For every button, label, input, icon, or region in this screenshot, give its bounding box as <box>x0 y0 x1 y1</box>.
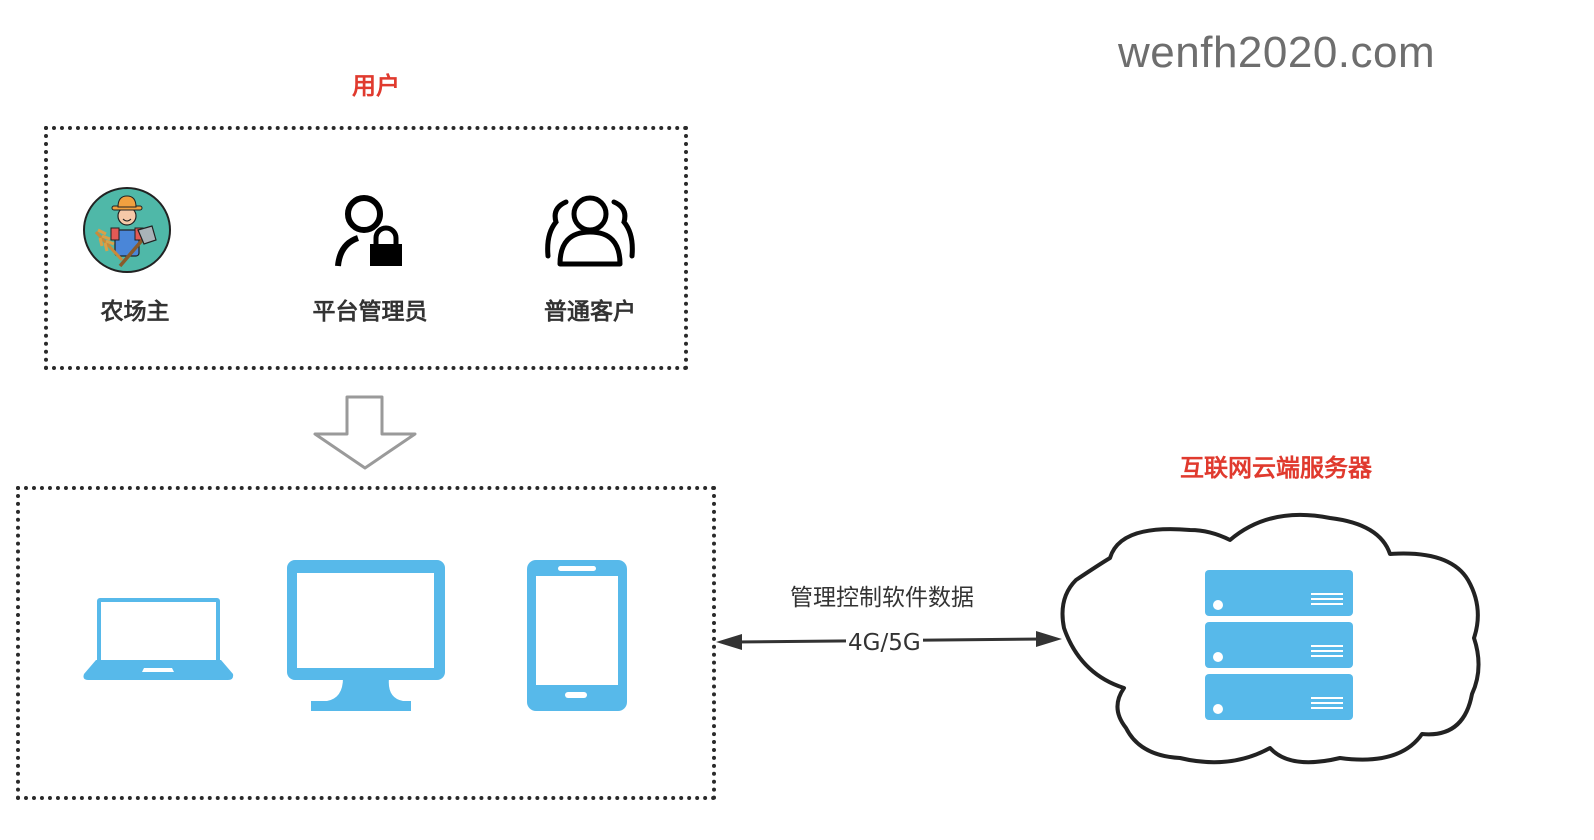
users-group-icon <box>545 195 635 267</box>
smartphone-icon <box>527 560 627 711</box>
arrow-down-icon <box>313 395 417 470</box>
arrow-left-head <box>716 634 742 650</box>
watermark-text: wenfh2020.com <box>1118 28 1436 77</box>
desktop-monitor-icon <box>287 560 445 711</box>
users-group-box <box>44 126 688 370</box>
role-label-customer: 普通客户 <box>544 299 636 325</box>
server-unit <box>1205 622 1353 668</box>
role-label-farmer: 农场主 <box>100 299 170 325</box>
user-lock-icon <box>335 195 402 267</box>
cloud-section-title: 互联网云端服务器 <box>1180 454 1372 482</box>
server-unit <box>1205 570 1353 616</box>
server-rack-icon <box>1205 570 1353 720</box>
devices-group-box <box>16 486 716 800</box>
network-label: 4G/5G <box>846 630 923 656</box>
connection-label: 管理控制软件数据 <box>790 585 974 611</box>
role-label-admin: 平台管理员 <box>312 299 428 325</box>
server-unit <box>1205 674 1353 720</box>
users-section-title: 用户 <box>352 72 400 100</box>
arrow-right-head <box>1036 631 1062 647</box>
laptop-icon <box>83 598 234 680</box>
farmer-icon <box>83 187 171 273</box>
